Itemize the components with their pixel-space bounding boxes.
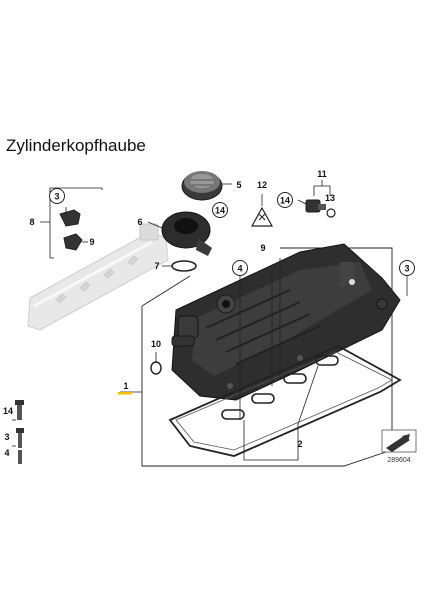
callout-9: 9 (89, 237, 94, 247)
reference-box: 289604 (381, 429, 417, 464)
callout-labels: 3 8 9 5 6 7 14 12 14 11 13 9 4 3 10 1 2 … (3, 169, 415, 458)
callout-1: 1 (123, 381, 128, 391)
page-title: Zylinderkopfhaube (6, 136, 146, 155)
fuel-rail-part (27, 223, 169, 331)
callout-3: 3 (54, 192, 59, 202)
filler-neck-part (147, 211, 212, 256)
callout-3-cover: 3 (404, 264, 409, 274)
cylinder-head-cover-part (171, 243, 401, 401)
callout-14-bolt: 14 (3, 406, 13, 416)
seal-rings-part (221, 355, 339, 461)
bracket-clip-part (59, 207, 88, 251)
callout-9-cover: 9 (260, 243, 265, 253)
callout-14: 14 (215, 206, 225, 216)
sensor-part (297, 180, 336, 218)
callout-5: 5 (236, 180, 241, 190)
o-ring-part (162, 260, 197, 272)
callout-11: 11 (317, 169, 327, 179)
loose-bolts-part (12, 400, 24, 464)
callout-12: 12 (257, 180, 267, 190)
small-o-ring-part (150, 352, 162, 375)
callout-8: 8 (29, 217, 34, 227)
callout-4-bolt: 4 (4, 448, 9, 458)
callout-13: 13 (325, 193, 335, 203)
callout-2: 2 (297, 439, 302, 449)
callout-10: 10 (151, 339, 161, 349)
callout-6: 6 (137, 217, 142, 227)
gasket-part (168, 344, 402, 457)
stud-bolt-lines (239, 258, 408, 420)
callout-4: 4 (237, 264, 242, 274)
callout-7: 7 (154, 261, 159, 271)
callout-14-sensor: 14 (280, 196, 290, 206)
warning-triangle-icon (250, 194, 274, 227)
reference-number: 289604 (387, 457, 410, 464)
callout-3-bolt: 3 (4, 432, 9, 442)
oil-filler-cap-part (181, 171, 232, 201)
callout-1-underline (118, 392, 132, 395)
